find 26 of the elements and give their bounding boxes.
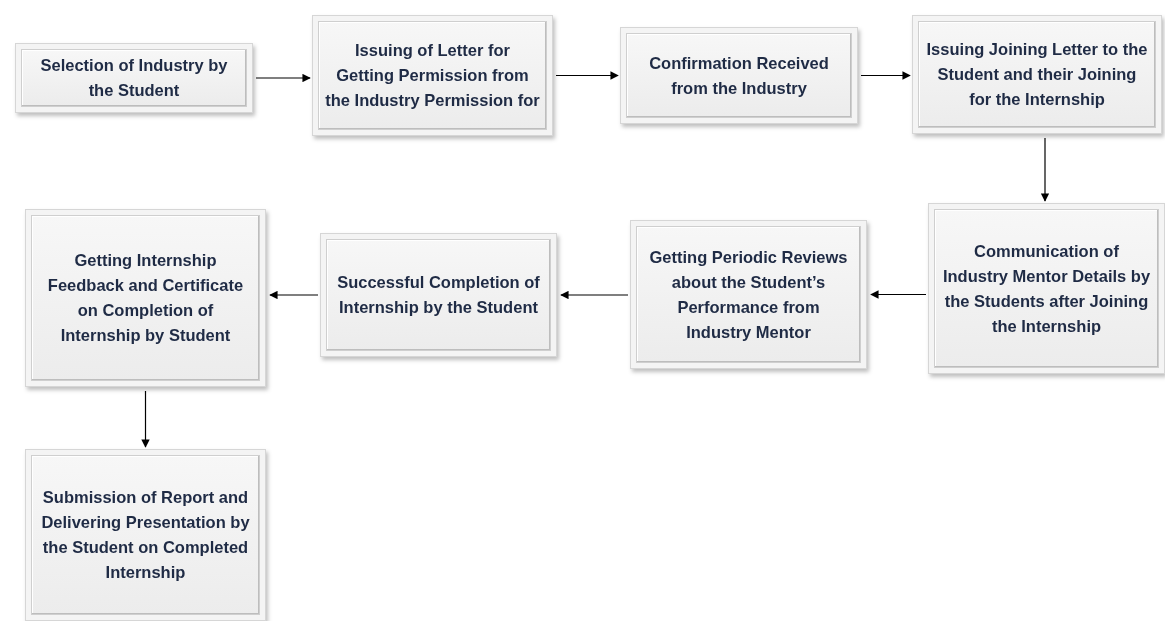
arrow <box>560 290 629 300</box>
box-text: Getting Periodic Reviews about the Student’s Performance from Industry Mentor <box>648 246 849 343</box>
process-box <box>312 15 553 136</box>
arrow <box>555 71 619 80</box>
process-box <box>25 449 266 621</box>
box-text: Getting Internship Feedback and Certificate on Completion of Internship by Student <box>46 250 245 346</box>
process-box <box>912 15 1162 134</box>
box-text: Selection of Industry by the Student <box>39 55 229 101</box>
arrow <box>860 71 911 80</box>
process-box <box>25 209 266 387</box>
box-text: Communication of Industry Mentor Details by the Students after Joining the Internship <box>941 240 1152 337</box>
box-text: Confirmation Received from the Industry <box>648 52 830 99</box>
arrow <box>1040 137 1050 202</box>
arrow <box>141 390 150 448</box>
box-text: Submission of Report and Delivering Presentation by the Student on Completed Internship <box>40 487 251 583</box>
process-box <box>620 27 858 124</box>
box-text: Issuing Joining Letter to the Student and their Joining for the Internship <box>925 39 1149 110</box>
arrow <box>870 290 927 299</box>
box-text: Successful Completion of Internship by the Student <box>336 272 541 318</box>
process-box <box>15 43 253 113</box>
process-box <box>320 233 557 357</box>
arrow <box>255 73 311 83</box>
arrow <box>269 290 319 300</box>
process-box <box>630 220 867 369</box>
process-box <box>928 203 1165 374</box>
box-text: Issuing of Letter for Getting Permission from the Industry Permission for <box>325 40 540 111</box>
